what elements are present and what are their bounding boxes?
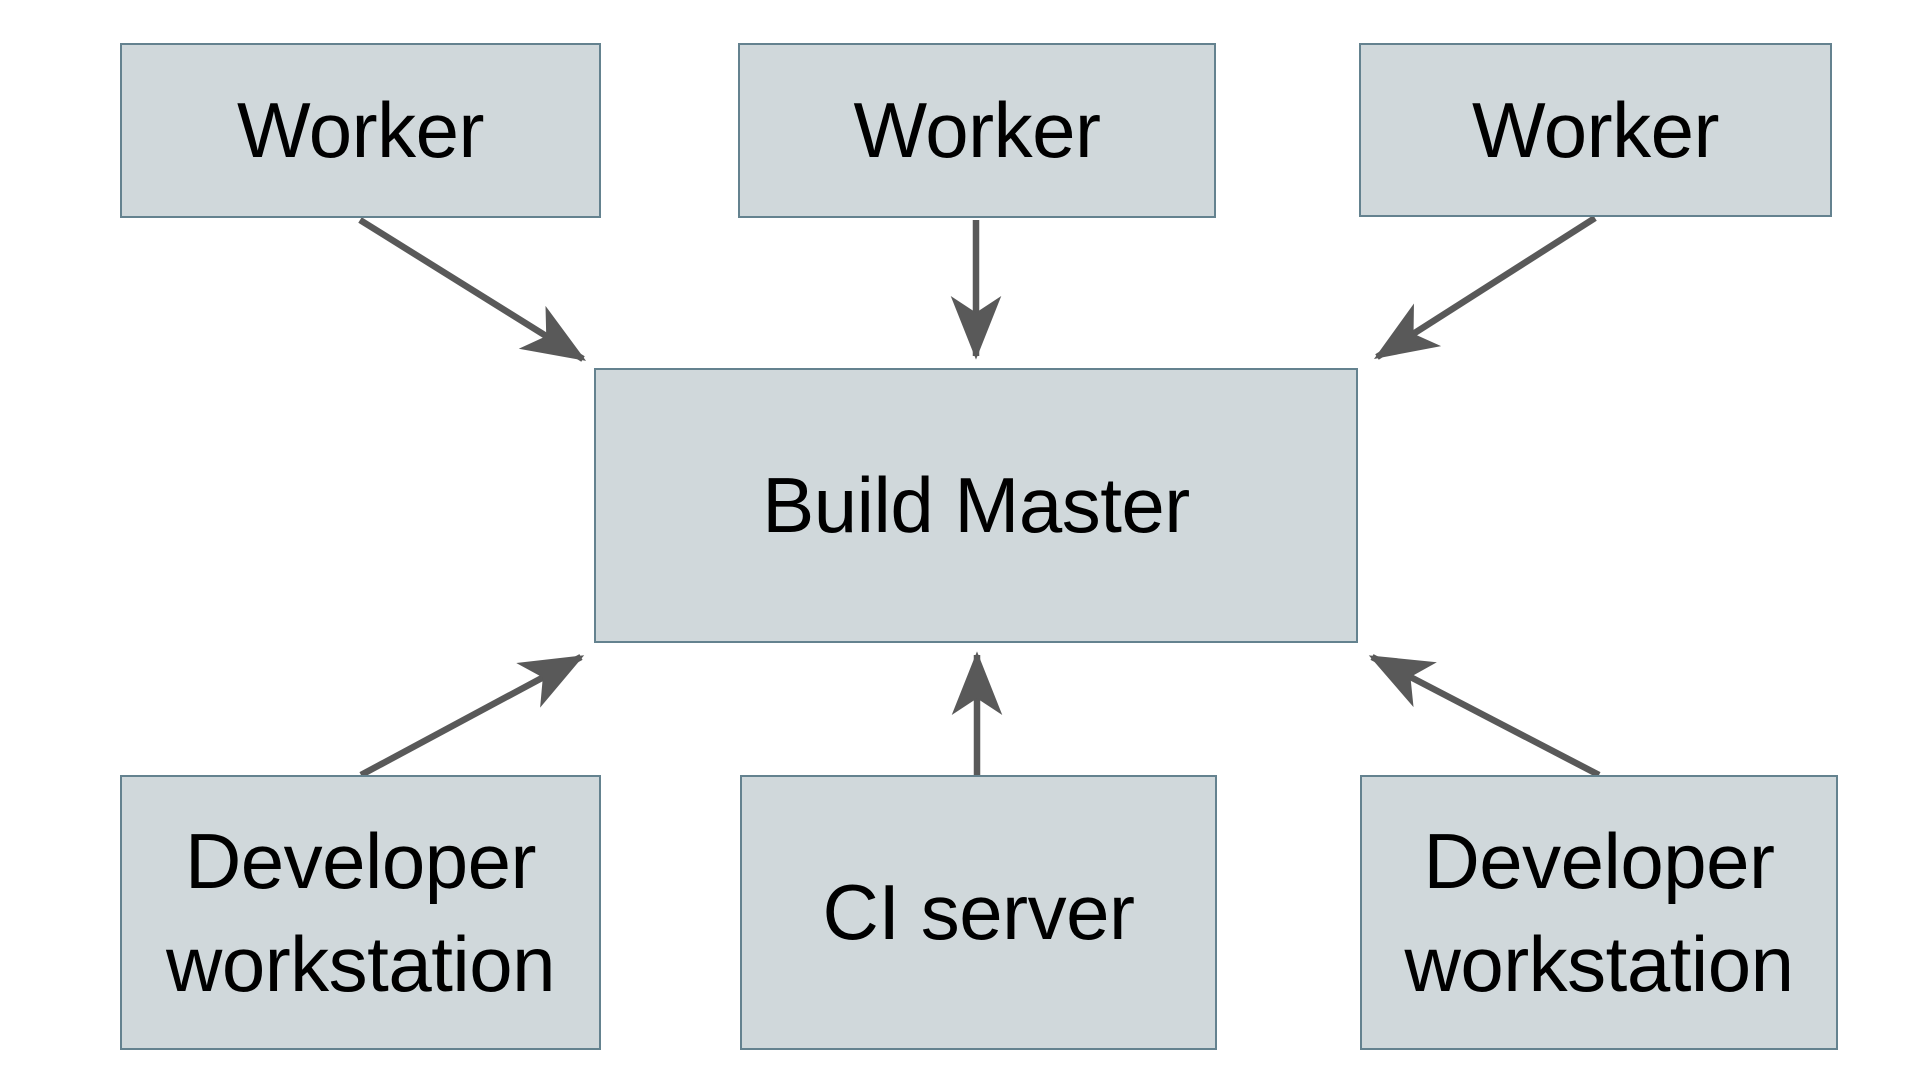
node-developer-workstation-right: Developer workstation [1360,775,1838,1050]
node-build-master-label: Build Master [762,461,1190,550]
node-worker-3: Worker [1359,43,1832,217]
node-ci-server-label: CI server [822,868,1135,957]
node-build-master: Build Master [594,368,1358,643]
node-worker-3-label: Worker [1472,85,1719,174]
node-developer-workstation-left: Developer workstation [120,775,601,1050]
arrow-dev-ws-right-to-build-master [1368,654,1601,778]
node-worker-1: Worker [120,43,601,218]
node-worker-1-label: Worker [237,86,484,175]
arrow-worker-3-to-build-master [1373,215,1597,360]
node-developer-workstation-left-label: Developer workstation [166,816,556,1008]
node-worker-2-label: Worker [853,86,1101,175]
node-ci-server: CI server [740,775,1217,1050]
arrow-worker-1-to-build-master [358,217,587,362]
node-worker-2: Worker [738,43,1216,218]
arrow-dev-ws-left-to-build-master [359,654,585,778]
node-developer-workstation-right-label: Developer workstation [1404,816,1795,1008]
